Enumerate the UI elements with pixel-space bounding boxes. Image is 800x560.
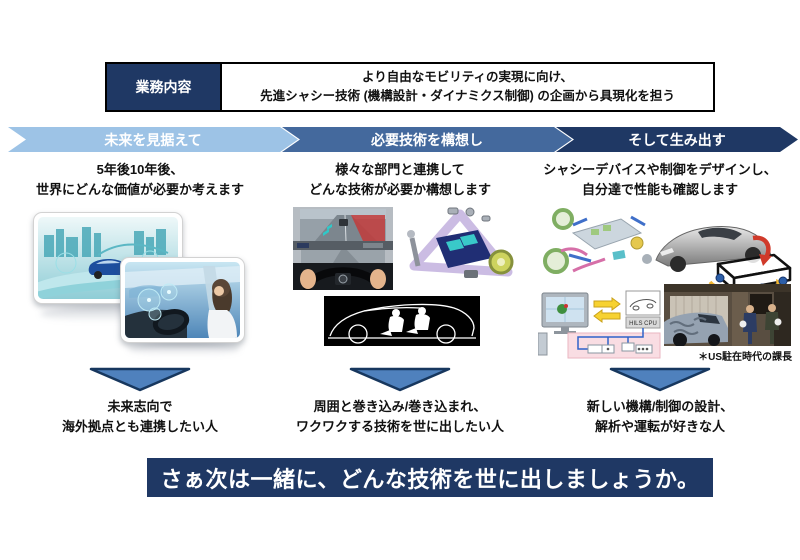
step3-description-line1: シャシーデバイスや制御をデザインし、 [543, 162, 777, 177]
header-description-line1: より自由なモビリティの実現に向け、 [362, 70, 573, 85]
step-banner-2: 必要技術を構想し [282, 127, 572, 152]
us-team-photo-image [664, 284, 791, 346]
header-label: 業務内容 [107, 64, 222, 110]
step2-target-person: 周囲と巻き込み/巻き込まれ、 ワクワクする技術を世に出したい人 [272, 397, 528, 436]
step1-target-line2: 海外拠点とも連携したい人 [61, 418, 218, 434]
footer-banner: さぁ次は一緒に、どんな技術を世に出しましょうか。 [147, 458, 713, 497]
step3-description-line2: 自分達で性能も確認します [581, 181, 738, 197]
step3-target-line1: 新しい機構/制御の設計、 [586, 399, 734, 414]
autonomous-cabin-screen-image [120, 257, 245, 343]
step2-target-line2: ワクワクする技術を世に出したい人 [295, 418, 504, 434]
step2-target-line1: 周囲と巻き込み/巻き込まれ、 [313, 399, 487, 414]
step1-target-person: 未来志向で 海外拠点とも連携したい人 [5, 397, 275, 436]
header-description: より自由なモビリティの実現に向け、 先進シャシー技術 (機構設計・ダイナミクス制… [222, 64, 713, 110]
hils-system-diagram-image: HILS CPU [538, 287, 662, 359]
step1-description-line2: 世界にどんな価値が必要か考えます [35, 181, 244, 197]
header-description-line2: 先進シャシー技術 (機構設計・ダイナミクス制御) の企画から具現化を担う [260, 89, 675, 103]
down-arrow-icon [348, 367, 452, 392]
screen-reflection [128, 342, 240, 356]
step1-description: 5年後10年後、 世界にどんな価値が必要か考えます [5, 160, 275, 199]
step3-target-line2: 解析や運転が好きな人 [594, 418, 725, 434]
step3-target-person: 新しい機構/制御の設計、 解析や運転が好きな人 [528, 397, 792, 436]
hils-cpu-label: HILS CPU [629, 321, 657, 327]
step3-description: シャシーデバイスや制御をデザインし、 自分達で性能も確認します [528, 160, 792, 199]
step2-description: 様々な部門と連携して どんな技術が必要か構想します [272, 160, 528, 199]
step-banner-1: 未来を見据えて [8, 127, 298, 152]
step2-description-line1: 様々な部門と連携して [335, 162, 465, 177]
step1-description-line1: 5年後10年後、 [96, 162, 184, 177]
step1-target-line1: 未来志向で [107, 399, 173, 414]
down-arrow-icon [608, 367, 712, 392]
chassis-cad-image [543, 203, 661, 289]
header-box: 業務内容 より自由なモビリティの実現に向け、 先進シャシー技術 (機構設計・ダイ… [105, 62, 715, 112]
chassis-parts-triangle-image [398, 204, 518, 296]
driving-simulator-image [293, 207, 393, 290]
down-arrow-icon [88, 367, 192, 392]
photo-caption: ＊US駐在時代の課長 [698, 352, 792, 363]
package-layout-sketch-image [324, 296, 480, 346]
step2-description-line2: どんな技術が必要か構想します [308, 181, 491, 197]
step-banner-3: そして生み出す [556, 127, 798, 152]
